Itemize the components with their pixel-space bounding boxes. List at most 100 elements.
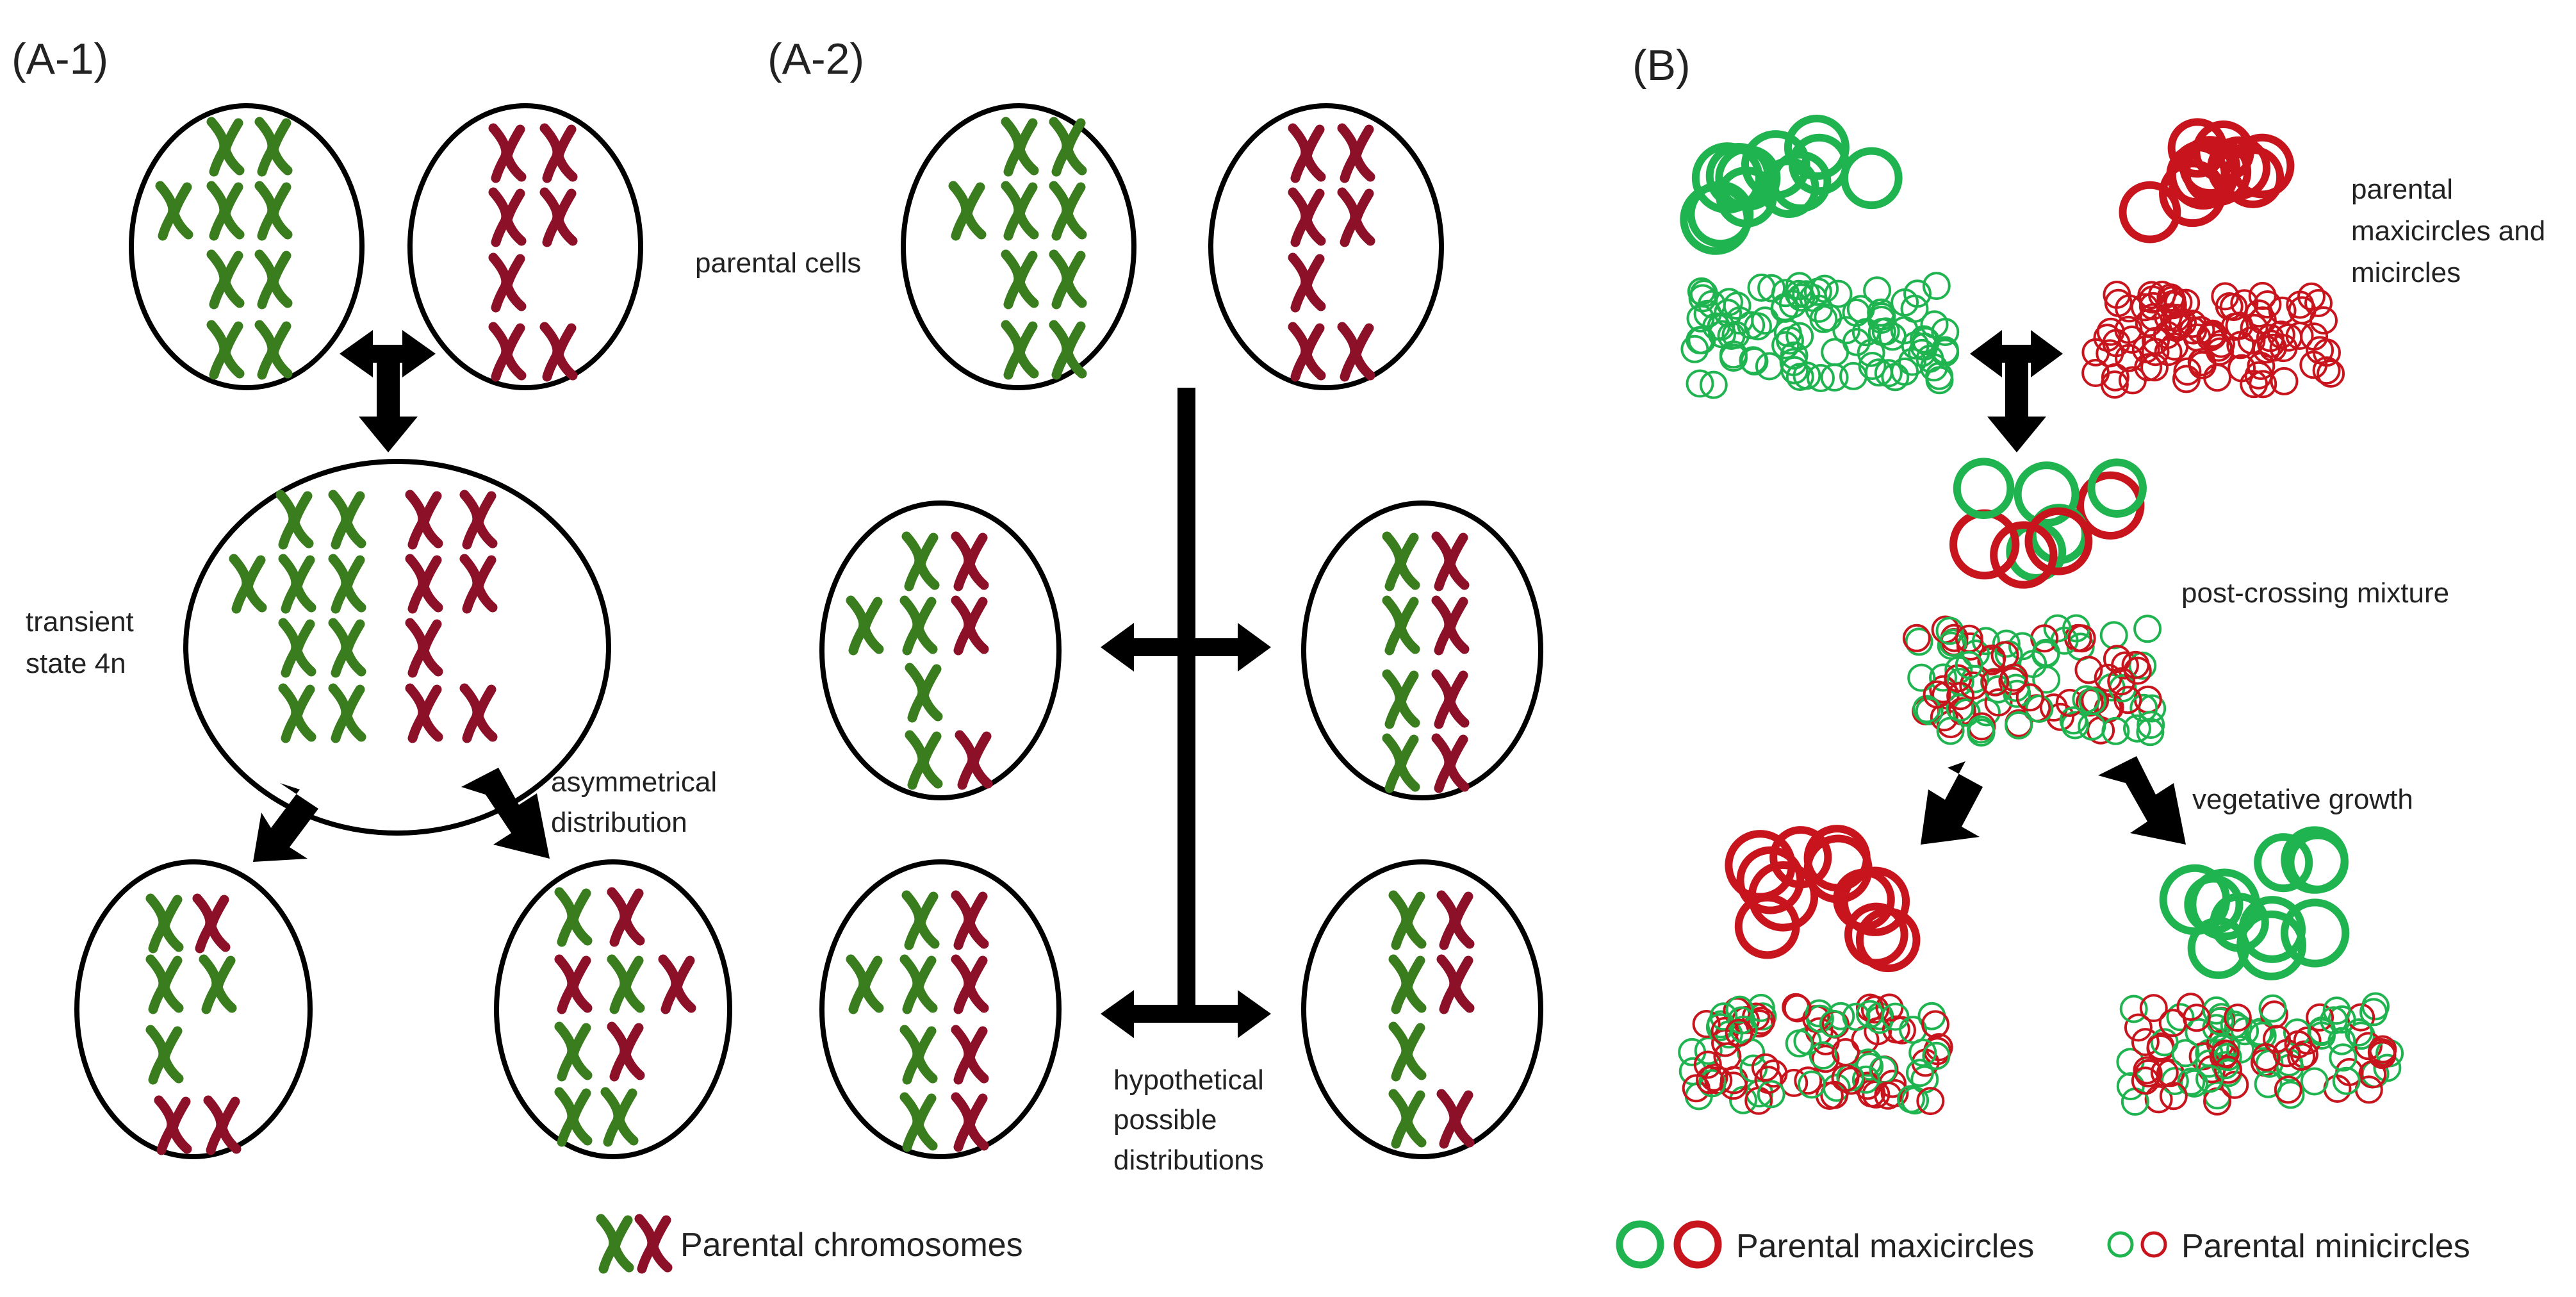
minicircle (2359, 998, 2388, 1027)
minicircle (1694, 1036, 1723, 1065)
panel-a2 (819, 103, 1543, 1159)
minicircle (1785, 363, 1814, 392)
minicircle (1851, 318, 1880, 347)
minicircle (2134, 353, 2163, 382)
minicircle (1846, 295, 1875, 324)
maxicircle (2254, 833, 2313, 893)
maxicircle (2280, 898, 2350, 968)
legend-maxi-green (1616, 1220, 1664, 1269)
minicircle (1860, 995, 1889, 1024)
minicircle (2274, 1075, 2302, 1104)
minicircle (1811, 1045, 1840, 1073)
minicircle (2015, 683, 2044, 712)
label-parental-maxi-1: parental (2351, 174, 2453, 205)
chromosomes-a2 (851, 122, 1470, 1147)
minicircle (1693, 1050, 1722, 1079)
minicircle (1754, 1066, 1783, 1095)
minicircle (1874, 1081, 1903, 1110)
minicircle (1939, 629, 1967, 657)
minicircle (1809, 1041, 1837, 1070)
label-transient-1: transient (26, 606, 134, 638)
daughter-cell-left (74, 859, 313, 1159)
maxicircle (2119, 181, 2181, 244)
maxicircle (1840, 147, 1903, 210)
minicircle (2107, 667, 2136, 696)
maxicircle (1769, 151, 1832, 213)
maxicircle (2024, 507, 2093, 575)
minicircle (1785, 1029, 1814, 1058)
minicircle (2268, 296, 2297, 325)
minicircle (1739, 1054, 1768, 1083)
daughter-cell-right (494, 859, 732, 1159)
minicircle (1805, 294, 1834, 323)
label-vegetative: vegetative growth (2192, 784, 2413, 815)
parental-cell-green (129, 103, 365, 390)
legend-mini-green (2107, 1231, 2134, 1258)
maxicircle (1705, 142, 1772, 210)
distribution-arrow-upper-icon (1101, 623, 1271, 672)
minicircle (2223, 1004, 2252, 1032)
minicircle (2131, 1028, 2160, 1057)
distribution-arrow-lower-icon (1101, 990, 1271, 1038)
legend-minicircles-label: Parental minicircles (2181, 1228, 2470, 1265)
minicircle (1967, 718, 1996, 747)
minicircle (2032, 665, 2061, 694)
minicircle (1910, 1065, 1939, 1094)
minicircle (2078, 712, 2106, 741)
minicircle (1851, 1065, 1880, 1094)
minicircle (1922, 1041, 1951, 1070)
label-parental-maxi-2: maxicircles and (2351, 215, 2545, 247)
maxicircle (1840, 866, 1910, 936)
panel-label-a1: (A-1) (12, 35, 108, 83)
minicircle (1856, 1000, 1884, 1029)
minicircle (2159, 1082, 2188, 1111)
minicircle (1705, 1013, 1734, 1041)
minicircle (2287, 1043, 2316, 1071)
minicircle (1698, 1069, 1727, 1098)
minicircle (2202, 996, 2231, 1025)
minicircle (2072, 685, 2101, 714)
minicircle (2146, 1034, 2175, 1062)
minicircle (2141, 338, 2170, 367)
minicircle (2286, 290, 2315, 319)
minicircle (2156, 283, 2185, 312)
minicircle (2313, 338, 2341, 367)
label-hypo-3: distributions (1113, 1144, 1264, 1176)
minicircle (1785, 322, 1814, 351)
minicircle (2312, 356, 2341, 385)
transient-cell-4n (183, 459, 611, 836)
minicircle (2247, 352, 2276, 380)
minicircle (1820, 363, 1849, 392)
minicircle (2263, 1025, 2291, 1053)
minicircle (1882, 1015, 1910, 1044)
minicircle (2144, 1085, 2173, 1114)
division-arrow-left-icon (253, 783, 318, 862)
hypo-cell-3 (819, 859, 1062, 1159)
minicircle (1757, 274, 1786, 302)
minicircle (2186, 316, 2215, 345)
growth-arrow-right-icon (2098, 756, 2186, 845)
minicircle (1751, 1053, 1780, 1082)
hypo-cell-1 (819, 500, 1062, 800)
minicircle (2171, 1039, 2200, 1068)
parental-cell-red (407, 103, 643, 390)
minicircle (2304, 289, 2333, 317)
minicircle (1955, 650, 1983, 679)
minicircle (2258, 994, 2287, 1023)
minicircle (1725, 995, 1754, 1024)
minicircle (2119, 995, 2148, 1023)
minicircle (2005, 711, 2033, 739)
division-arrow-right-icon (461, 768, 550, 859)
minicircle (2300, 1067, 2329, 1096)
minicircle (2099, 621, 2128, 650)
minicircle (2123, 714, 2151, 743)
minicircle (2177, 1067, 2206, 1096)
minicircle (2195, 1064, 2224, 1093)
minicircle (2345, 1018, 2373, 1047)
minicircle (1678, 1037, 1707, 1066)
arrows-b (1921, 330, 2186, 845)
minicircle (1971, 627, 2000, 656)
minicircle (1687, 326, 1716, 354)
label-hypo-1: hypothetical (1113, 1064, 1264, 1096)
minicircle (2211, 1039, 2240, 1068)
